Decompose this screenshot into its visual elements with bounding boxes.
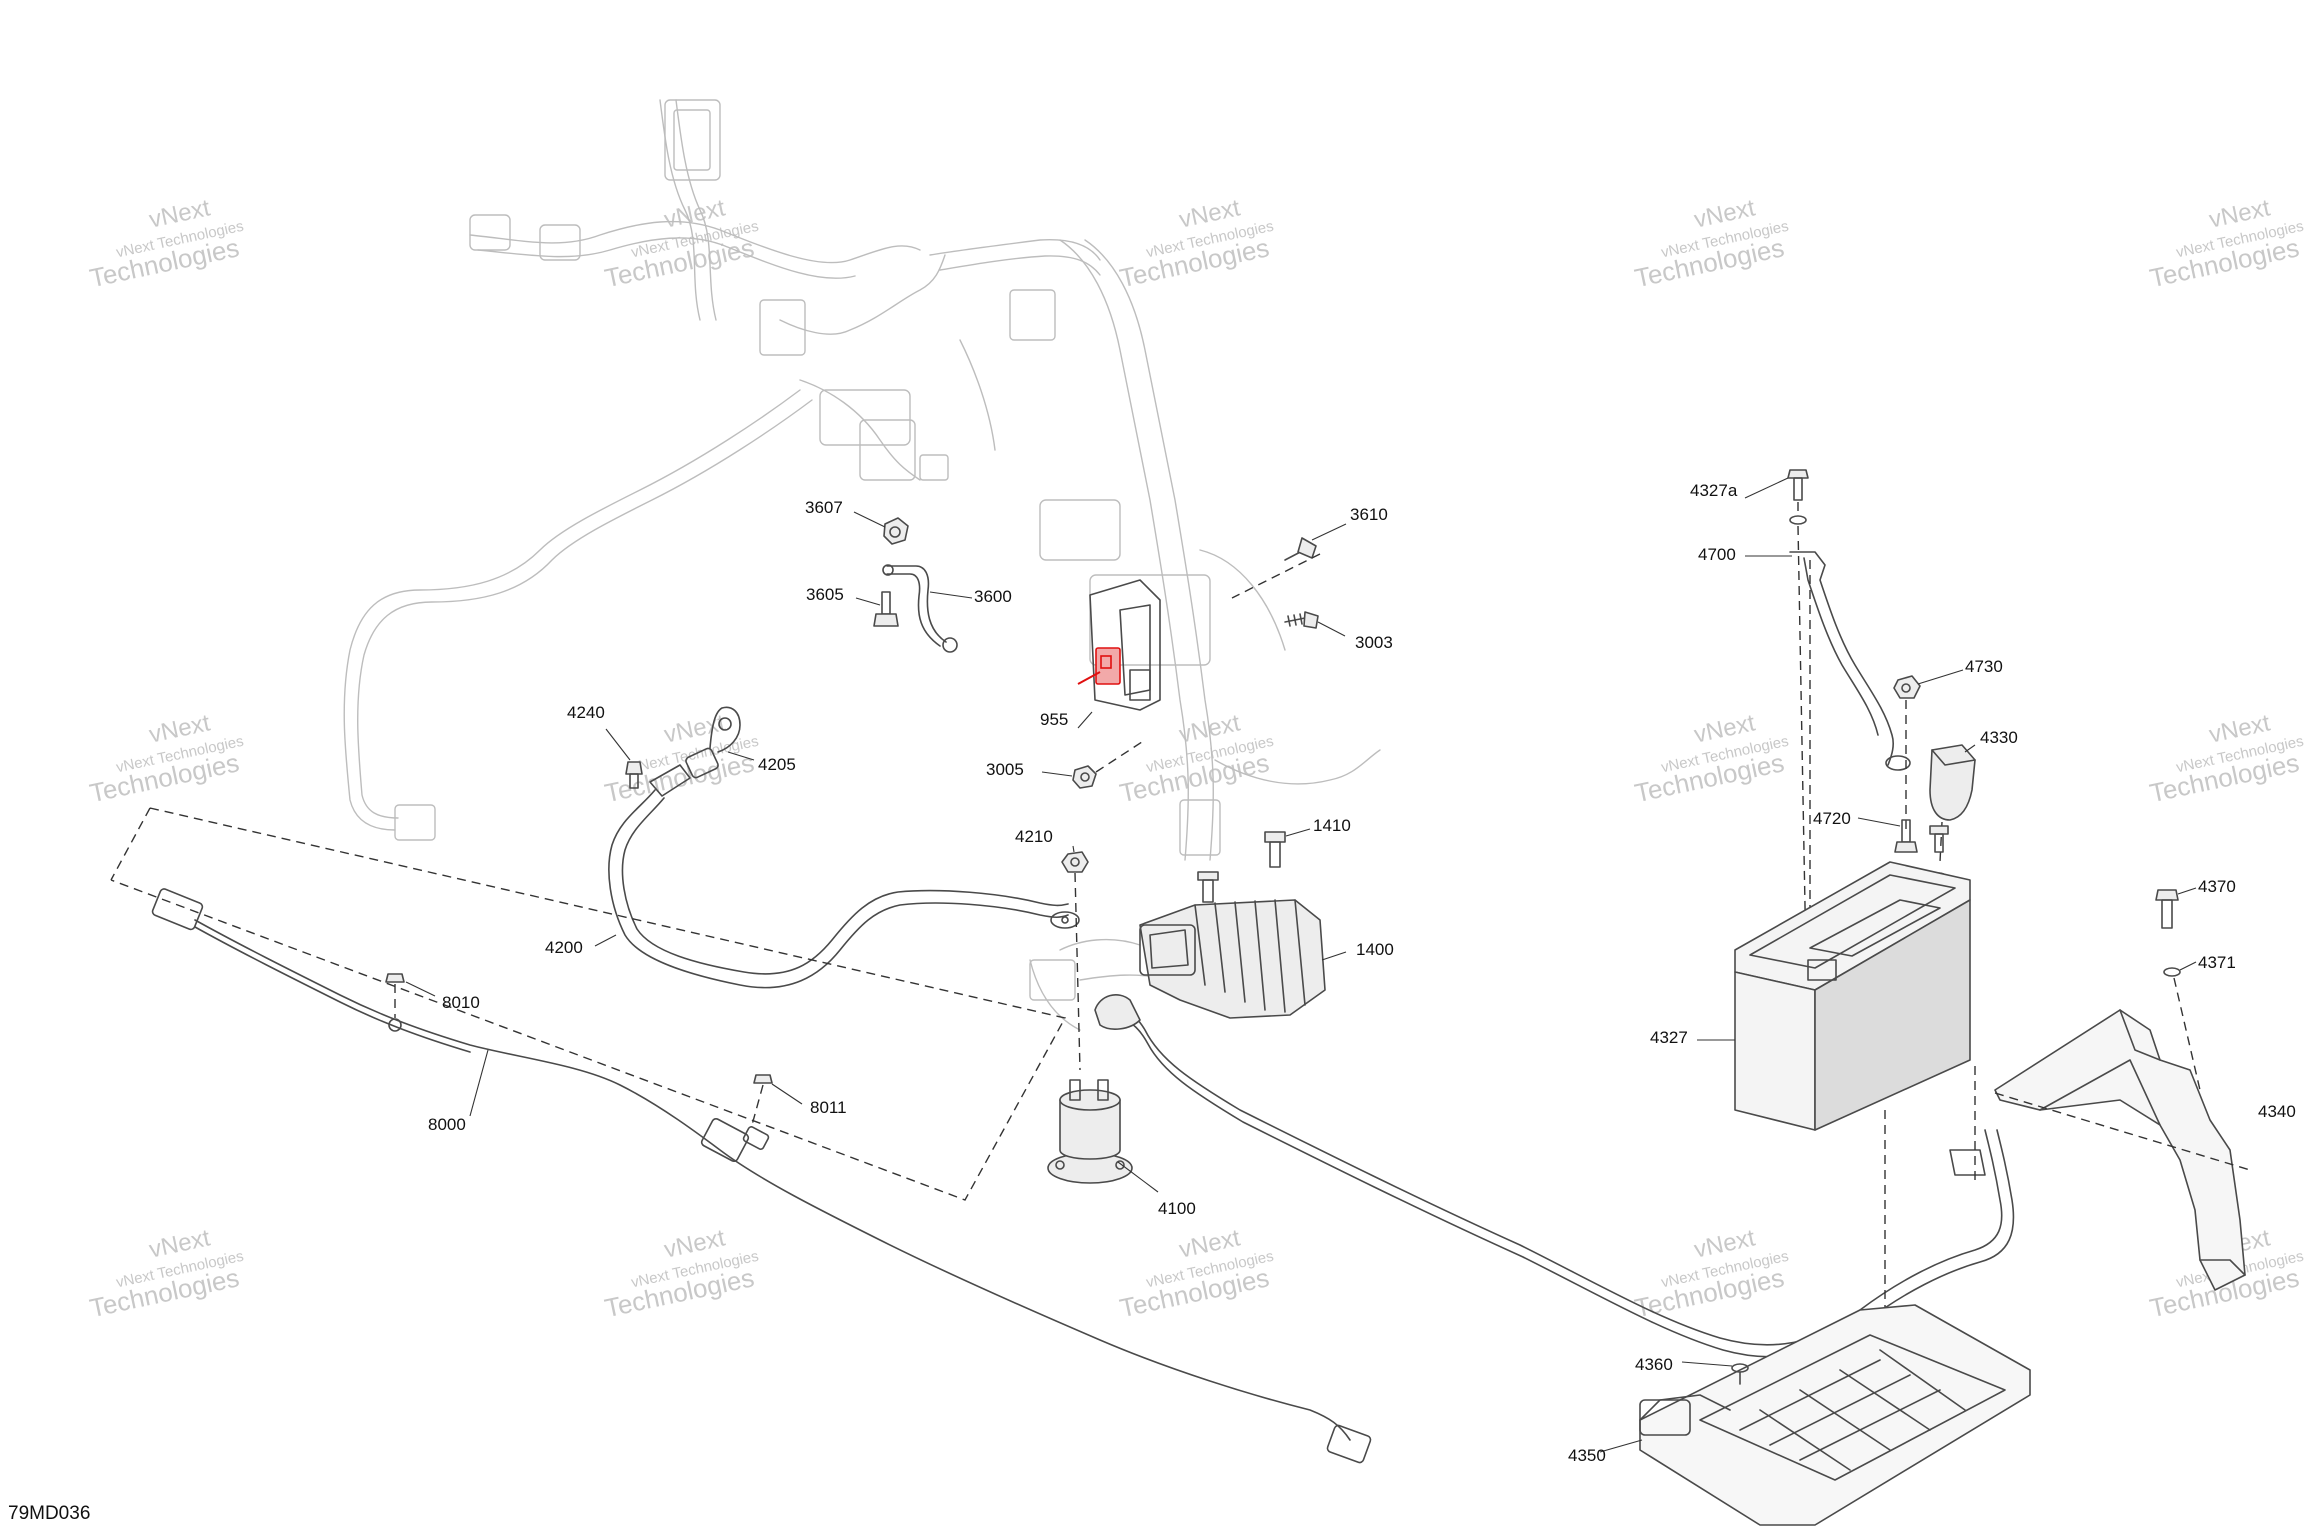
callout-8010[interactable]: 8010 — [442, 993, 480, 1012]
callout-labels: 3607 3605 3600 3610 3003 955 3005 4240 4… — [428, 481, 2296, 1465]
callout-1410[interactable]: 1410 — [1313, 816, 1351, 835]
callout-4700[interactable]: 4700 — [1698, 545, 1736, 564]
relay-bracket — [1089, 579, 1161, 711]
callout-4327[interactable]: 4327 — [1650, 1028, 1688, 1047]
battery-cable-negative — [1094, 994, 2015, 1358]
callout-4350[interactable]: 4350 — [1568, 1446, 1606, 1465]
callout-1400[interactable]: 1400 — [1356, 940, 1394, 959]
callout-4210[interactable]: 4210 — [1015, 827, 1053, 846]
callout-3607[interactable]: 3607 — [805, 498, 843, 517]
cable-8000 — [151, 888, 1372, 1464]
callout-4370[interactable]: 4370 — [2198, 877, 2236, 896]
screw-4720 — [1894, 819, 1918, 853]
hold-down-strap-4700 — [1789, 551, 1911, 771]
callout-3600[interactable]: 3600 — [974, 587, 1012, 606]
screw-4370 — [2155, 889, 2179, 929]
callout-4240[interactable]: 4240 — [567, 703, 605, 722]
callout-4360[interactable]: 4360 — [1635, 1355, 1673, 1374]
callout-3005[interactable]: 3005 — [986, 760, 1024, 779]
screw-3605 — [873, 591, 899, 627]
callout-4200[interactable]: 4200 — [545, 938, 583, 957]
main-wiring-harness — [343, 99, 1381, 1031]
relay-955-highlight — [1077, 647, 1121, 685]
callout-3610[interactable]: 3610 — [1350, 505, 1388, 524]
callout-4205[interactable]: 4205 — [758, 755, 796, 774]
nut-3607 — [883, 517, 909, 545]
nut-3005 — [1072, 765, 1097, 789]
voltage-regulator-1400 — [1139, 899, 1326, 1019]
starter-solenoid-4100 — [1047, 1079, 1133, 1184]
callout-4327a[interactable]: 4327a — [1690, 481, 1738, 500]
washer-4327a — [1789, 515, 1807, 525]
screw-3003 — [1284, 611, 1319, 629]
callout-8000[interactable]: 8000 — [428, 1115, 466, 1134]
battery-tray-4350 — [1639, 1304, 2031, 1526]
callout-955[interactable]: 955 — [1040, 710, 1068, 729]
clip-8011 — [751, 1074, 773, 1126]
callout-3003[interactable]: 3003 — [1355, 633, 1393, 652]
screw-4240 — [625, 761, 643, 789]
screw-4360 — [1731, 1363, 1749, 1385]
callout-4330[interactable]: 4330 — [1980, 728, 2018, 747]
washer-4371 — [2163, 967, 2181, 977]
screw-1410 — [1197, 831, 1286, 903]
callout-4371[interactable]: 4371 — [2198, 953, 2236, 972]
screw-3610 — [1284, 537, 1317, 561]
callout-4720[interactable]: 4720 — [1813, 809, 1851, 828]
battery-cable-4200 — [608, 706, 1080, 989]
battery-4327 — [1734, 861, 1971, 1131]
ground-cable-3600 — [882, 564, 958, 653]
callout-4100[interactable]: 4100 — [1158, 1199, 1196, 1218]
screw-4327a — [1787, 469, 1809, 501]
battery-bracket-4340 — [1994, 1009, 2246, 1291]
leader-lines — [405, 477, 2197, 1453]
callout-3605[interactable]: 3605 — [806, 585, 844, 604]
callout-4340[interactable]: 4340 — [2258, 1102, 2296, 1121]
nut-4210 — [1061, 851, 1089, 873]
clip-8010 — [385, 973, 405, 1018]
diagram-code: 79MD036 — [8, 1503, 91, 1524]
nut-4730 — [1893, 675, 1921, 699]
callout-8011[interactable]: 8011 — [810, 1098, 847, 1117]
callout-4730[interactable]: 4730 — [1965, 657, 2003, 676]
terminal-cap-4330 — [1929, 744, 1976, 821]
